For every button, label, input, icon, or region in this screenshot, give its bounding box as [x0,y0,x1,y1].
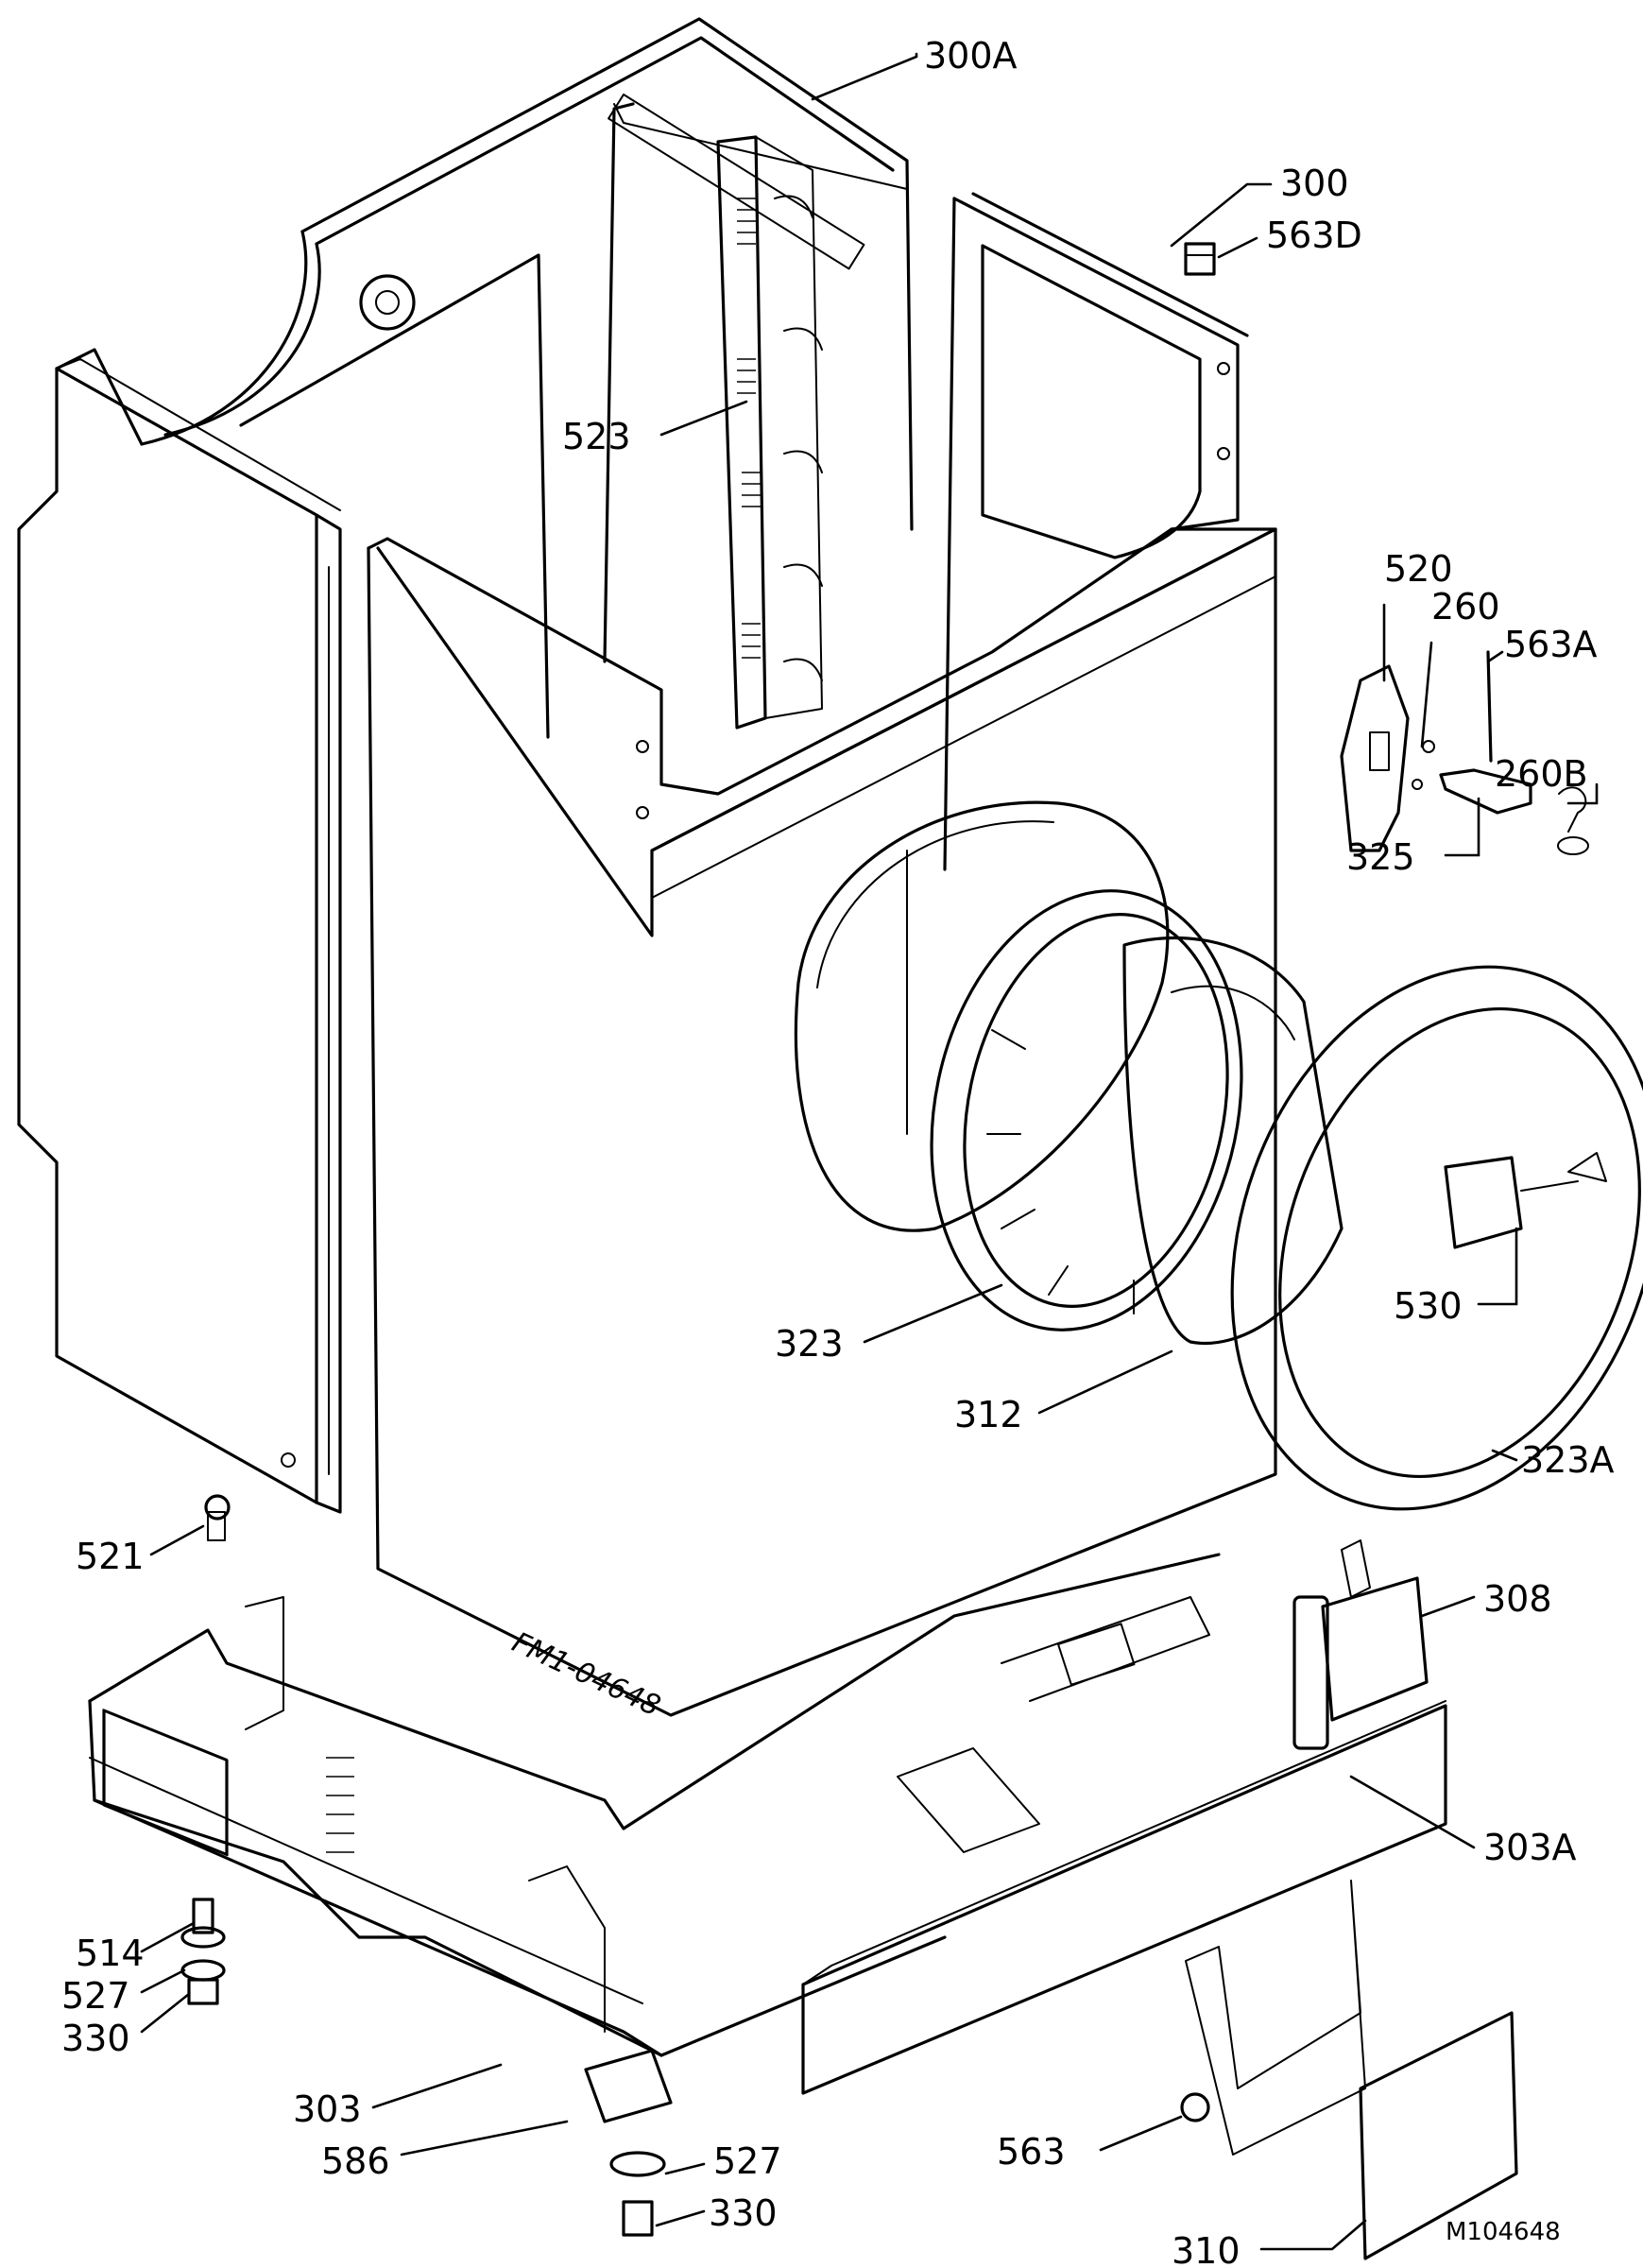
label-303: 303 [293,2088,362,2130]
screw-521 [204,1494,231,1541]
label-303A: 303A [1483,1827,1577,1868]
label-308: 308 [1483,1578,1552,1620]
label-530: 530 [1394,1285,1463,1327]
label-300A: 300A [924,35,1018,77]
handwritten-note: FM1-04648 [507,1626,666,1724]
callout-labels: 300A 300 563D 523 520 260 563A 260B 325 … [61,35,1615,2268]
label-520: 520 [1384,548,1453,590]
label-523: 523 [562,416,631,457]
label-323A: 323A [1521,1439,1615,1481]
label-260B: 260B [1495,753,1588,795]
label-323: 323 [775,1323,844,1365]
label-586: 586 [321,2140,390,2182]
label-330-left: 330 [61,2018,130,2059]
label-300: 300 [1280,163,1349,204]
label-527-right: 527 [713,2140,782,2182]
label-260: 260 [1431,586,1500,627]
base-frame-303 [88,1553,1221,2057]
label-521: 521 [76,1536,145,1577]
front-panel [367,527,1277,1717]
foot-left [180,1898,226,2005]
label-330-right: 330 [709,2192,778,2234]
door-lock-parts [1340,650,1589,855]
left-side-panel [17,358,342,1514]
bellow-312 [1122,936,1343,1346]
foot-right [584,2049,673,2237]
drawing-id: M104648 [1446,2218,1561,2246]
cap-563D [1184,242,1216,276]
right-frame-300 [943,192,1249,871]
door-ring-323 [930,889,1243,1332]
service-hatch-310 [1180,1880,1518,2260]
rear-frame-300A [55,17,914,739]
hinge-308 [1292,1539,1429,1750]
vent-duct-523 [716,135,823,730]
label-563: 563 [997,2131,1066,2173]
label-527-left: 527 [61,1975,130,2017]
door-323A [1230,965,1643,1511]
label-563A: 563A [1504,624,1598,665]
label-312: 312 [954,1394,1023,1435]
leader-lines [140,52,1599,2251]
label-310: 310 [1172,2230,1241,2268]
label-563D: 563D [1266,215,1362,256]
label-325: 325 [1346,836,1415,878]
plinth-303A [801,1700,1447,2095]
label-514: 514 [76,1933,145,1974]
